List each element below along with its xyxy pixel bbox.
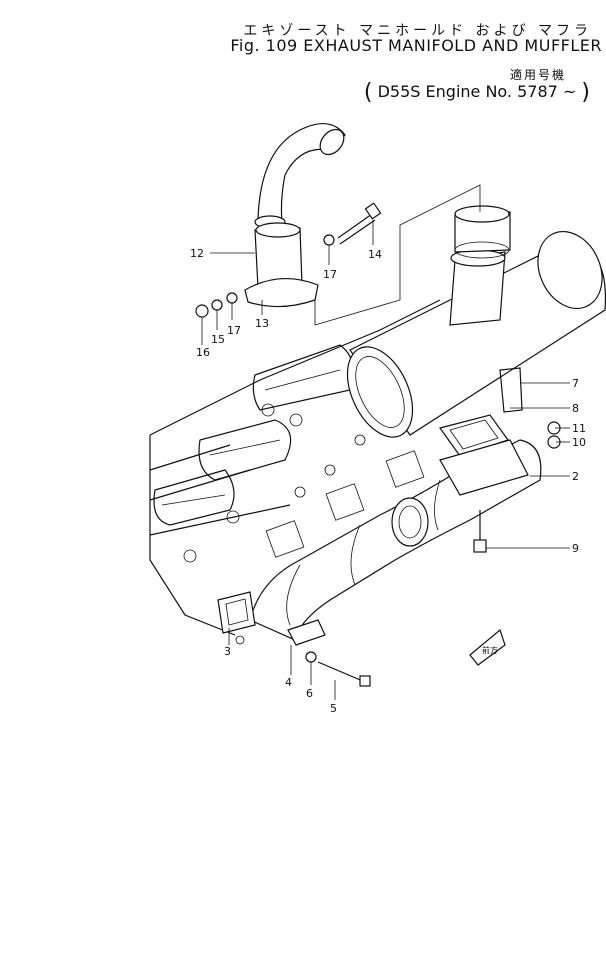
callout-4: 4 bbox=[285, 676, 292, 689]
muffler-drawing bbox=[346, 205, 606, 438]
figure-title-japanese: エキゾースト マニホールド および マフラ bbox=[243, 23, 592, 39]
callout-12: 12 bbox=[190, 247, 204, 260]
callout-14: 14 bbox=[368, 248, 382, 261]
engine-range: D55S Engine No. 5787 ~ bbox=[377, 82, 577, 101]
callout-7: 7 bbox=[572, 377, 579, 390]
callout-11: 11 bbox=[572, 422, 586, 435]
callout-17a: 17 bbox=[323, 268, 337, 281]
callout-5: 5 bbox=[330, 702, 337, 715]
callout-16: 16 bbox=[196, 346, 210, 359]
front-direction-arrow: 前方 bbox=[469, 628, 506, 666]
callout-3: 3 bbox=[224, 645, 231, 658]
close-paren: ) bbox=[581, 80, 590, 105]
callout-17b: 17 bbox=[227, 324, 241, 337]
gasket-drawing bbox=[217, 414, 529, 634]
callout-13: 13 bbox=[255, 317, 269, 330]
open-paren: ( bbox=[363, 80, 373, 105]
figure-title: Fig. 109 EXHAUST MANIFOLD AND MUFFLER bbox=[230, 36, 602, 55]
callout-8: 8 bbox=[572, 402, 579, 415]
front-label: 前方 bbox=[482, 645, 498, 655]
callout-10: 10 bbox=[572, 436, 586, 449]
callout-15: 15 bbox=[211, 333, 225, 346]
leader-lines bbox=[201, 184, 570, 700]
callout-numbers: 7 8 11 10 2 9 3 4 6 5 12 13 14 17 17 15 … bbox=[190, 247, 586, 715]
exhaust-elbow-drawing bbox=[244, 123, 346, 308]
applicability-japanese: 適用号機 bbox=[509, 68, 566, 82]
callout-9: 9 bbox=[572, 542, 579, 555]
exhaust-manifold-drawing bbox=[249, 439, 542, 641]
callout-2: 2 bbox=[572, 470, 579, 483]
applicability-line: ( D55S Engine No. 5787 ~ ) bbox=[364, 80, 590, 105]
callout-6: 6 bbox=[306, 687, 313, 700]
